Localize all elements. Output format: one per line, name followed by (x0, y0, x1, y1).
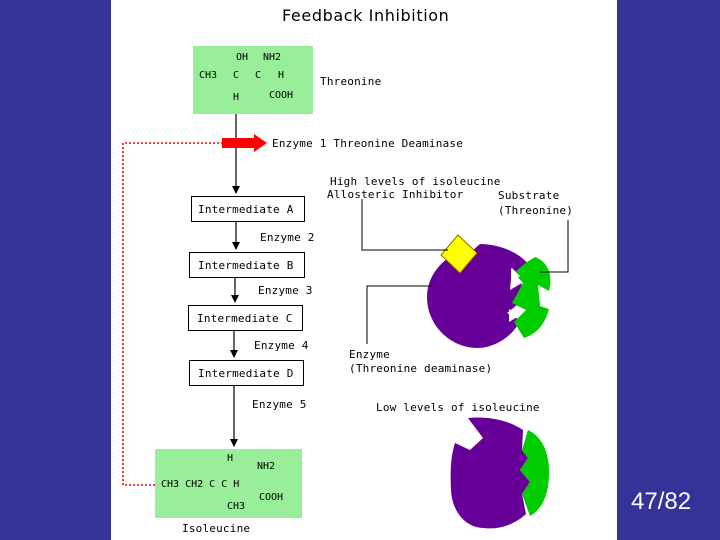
inhibitor-pointer-line (361, 199, 448, 251)
isoleucine-nh2: NH2 (257, 461, 276, 472)
slide-title: Feedback Inhibition (282, 6, 450, 25)
intermediate-b-label: Intermediate B (198, 259, 294, 272)
intermediate-d-box: Intermediate D (189, 360, 304, 386)
threonine-label: Threonine (320, 75, 382, 88)
substrate-threonine-shape (512, 257, 551, 338)
enzyme-active-shape (450, 417, 530, 529)
threonine-cooh: COOH (269, 90, 294, 101)
threonine-c2: C (255, 70, 262, 81)
substrate-label: Substrate (498, 189, 560, 202)
intermediate-d-label: Intermediate D (198, 367, 294, 380)
feedback-dotted-line (122, 142, 225, 486)
active-site-notch-upper (511, 268, 520, 282)
enzyme-3-label: Enzyme 3 (258, 284, 313, 297)
enzyme-label: Enzyme (349, 348, 390, 361)
enzyme-2-label: Enzyme 2 (260, 231, 315, 244)
active-site-notch-lower (509, 309, 519, 322)
feedback-red-arrowhead (222, 134, 267, 152)
threonine-h-bottom: H (233, 92, 240, 103)
threonine-c1: C (233, 70, 240, 81)
intermediate-c-label: Intermediate C (197, 312, 293, 325)
enzyme-5-label: Enzyme 5 (252, 398, 307, 411)
low-levels-label: Low levels of isoleucine (376, 401, 540, 414)
isoleucine-structure: H NH2 CH3 CH2 C C H COOH CH3 (155, 449, 302, 518)
enzyme-pointer-line (366, 285, 432, 344)
threonine-h-right: H (278, 70, 285, 81)
enzyme-name-label: (Threonine deaminase) (349, 362, 493, 375)
high-levels-label: High levels of isoleucine (330, 175, 501, 188)
enzyme-4-label: Enzyme 4 (254, 339, 309, 352)
threonine-oh: OH (236, 52, 249, 63)
substrate-name-label: (Threonine) (498, 204, 574, 217)
substrate-bound-shape (520, 430, 550, 516)
allosteric-inhibitor-shape (440, 234, 478, 274)
enzyme-1-label: Enzyme 1 Threonine Deaminase (272, 137, 464, 150)
intermediate-a-label: Intermediate A (198, 203, 294, 216)
intermediate-c-box: Intermediate C (188, 305, 303, 331)
allosteric-inhibitor-label: Allosteric Inhibitor (327, 188, 464, 201)
isoleucine-cooh: COOH (259, 492, 284, 503)
intermediate-b-box: Intermediate B (189, 252, 305, 278)
isoleucine-h-top: H (227, 453, 234, 464)
threonine-nh2: NH2 (263, 52, 282, 63)
intermediate-a-box: Intermediate A (191, 196, 305, 222)
isoleucine-chain: CH3 CH2 C C H (161, 479, 240, 490)
threonine-structure: OH NH2 CH3 C C H H COOH (193, 46, 313, 114)
page-number: 47/82 (631, 488, 692, 515)
threonine-ch3: CH3 (199, 70, 218, 81)
substrate-pointer-line (540, 220, 569, 273)
isoleucine-label: Isoleucine (182, 522, 251, 535)
enzyme-inhibited-shape (427, 244, 531, 348)
isoleucine-ch3: CH3 (227, 501, 246, 512)
